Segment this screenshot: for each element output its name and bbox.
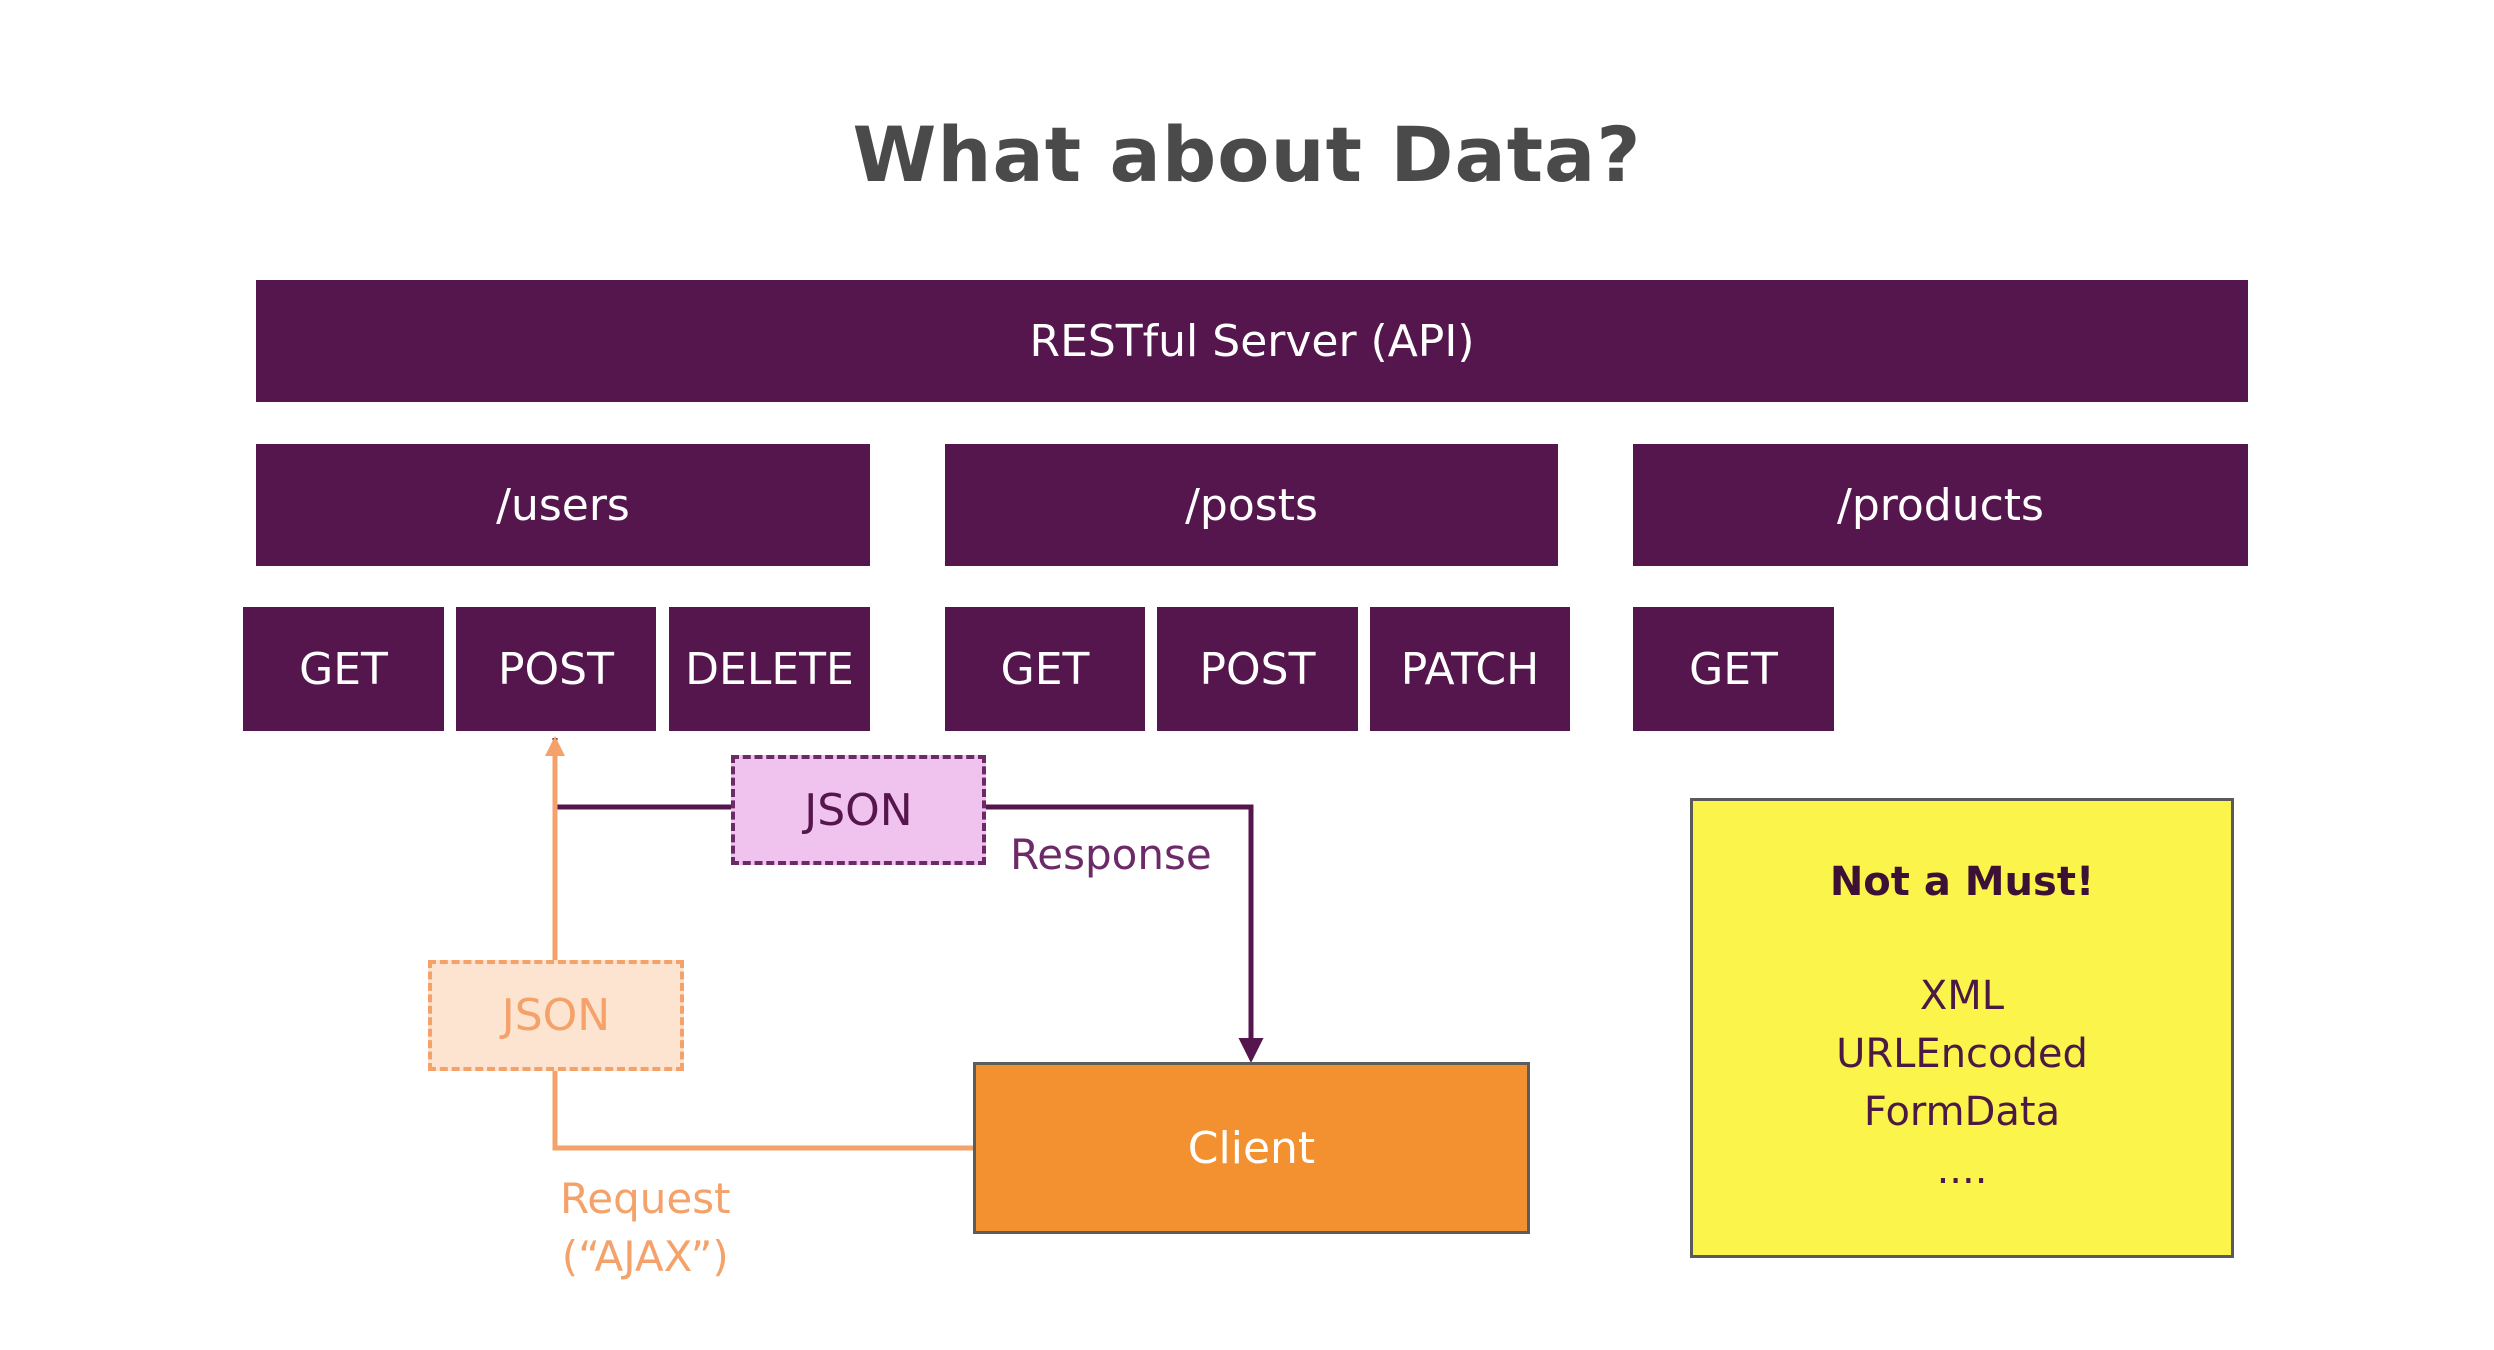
method-label: GET [299,643,388,695]
method-users-get: GET [243,607,444,731]
method-label: DELETE [685,643,854,695]
method-posts-get: GET [945,607,1145,731]
method-posts-post: POST [1157,607,1358,731]
response-connector [552,738,731,810]
note-box: Not a Must! XML URLEncoded FormData .... [1690,798,2234,1258]
request-label: Request (“AJAX”) [560,1170,731,1286]
page-title: What about Data? [852,110,1642,199]
restful-server-box: RESTful Server (API) [256,280,2248,402]
resource-products-label: /products [1837,479,2044,531]
response-label: Response [1010,830,1212,879]
method-users-delete: DELETE [669,607,870,731]
note-item-urlencoded: URLEncoded [1836,1031,2088,1077]
request-label-line2: (“AJAX”) [561,1232,729,1281]
resource-users-box: /users [256,444,870,566]
resource-users-label: /users [496,479,630,531]
method-users-post: POST [456,607,656,731]
request-label-line1: Request [560,1174,731,1223]
request-json-label: JSON [501,990,611,1041]
method-label: POST [1199,643,1316,695]
response-json-label: JSON [804,784,913,836]
note-item-formdata: FormData [1863,1089,2061,1135]
resource-products-box: /products [1633,444,2248,566]
client-box: Client [973,1062,1530,1234]
response-connector-to-client [986,804,1264,1063]
note-items: XML URLEncoded FormData .... [1693,967,2231,1199]
client-label: Client [1187,1122,1316,1174]
resource-posts-box: /posts [945,444,1558,566]
request-json-box: JSON [428,960,684,1071]
resource-posts-label: /posts [1185,479,1318,531]
request-connector-from-client [552,1071,973,1151]
method-label: GET [1000,643,1090,695]
method-label: GET [1689,643,1778,695]
note-item-ellipsis: .... [1936,1147,1988,1193]
restful-server-label: RESTful Server (API) [1029,315,1475,367]
method-posts-patch: PATCH [1370,607,1570,731]
method-label: POST [498,643,614,695]
note-title: Not a Must! [1829,859,2095,905]
note-item-xml: XML [1919,973,2005,1019]
method-label: PATCH [1400,643,1540,695]
response-json-box: JSON [731,755,986,865]
method-products-get: GET [1633,607,1834,731]
